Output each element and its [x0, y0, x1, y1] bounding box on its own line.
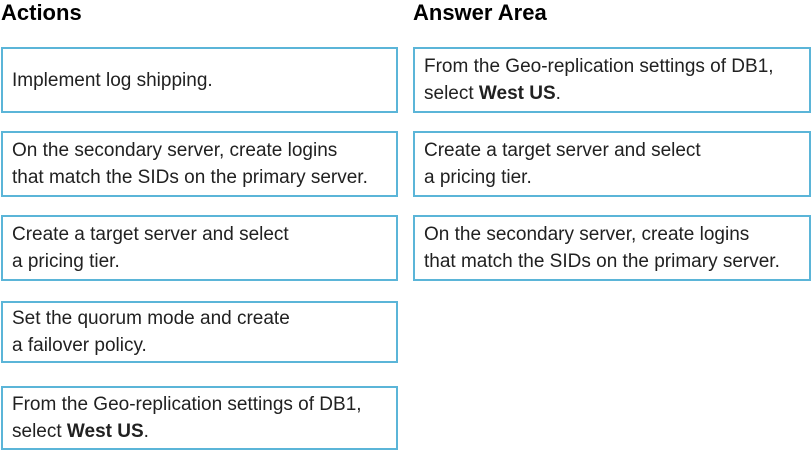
card-line: On the secondary server, create logins	[424, 224, 750, 245]
card-line-suffix: .	[555, 83, 561, 104]
card-line: On the secondary server, create logins	[12, 140, 338, 161]
card-line: From the Geo-replication settings of DB1…	[424, 56, 774, 77]
card-line: select West US.	[424, 80, 803, 107]
card-line-prefix: select	[424, 83, 479, 104]
card-line: a failover policy.	[12, 335, 147, 356]
card-line: a pricing tier.	[12, 251, 120, 272]
action-card-geo-replication[interactable]: From the Geo-replication settings of DB1…	[1, 386, 398, 450]
answer-card-create-target-server[interactable]: Create a target server and select a pric…	[413, 131, 811, 197]
answer-card-geo-replication[interactable]: From the Geo-replication settings of DB1…	[413, 47, 811, 113]
card-line: Create a target server and select	[424, 140, 701, 161]
card-line: Set the quorum mode and create	[12, 308, 290, 329]
card-line: Implement log shipping.	[12, 69, 213, 91]
card-line-suffix: .	[143, 421, 149, 442]
card-line: From the Geo-replication settings of DB1…	[12, 394, 362, 415]
answer-card-create-logins[interactable]: On the secondary server, create logins t…	[413, 215, 811, 281]
actions-column: Actions Implement log shipping. On the s…	[1, 0, 398, 450]
action-card-create-logins[interactable]: On the secondary server, create logins t…	[1, 131, 398, 197]
card-line: a pricing tier.	[424, 167, 532, 188]
card-line-bold-segment: West US	[66, 421, 144, 442]
card-line-prefix: select	[12, 421, 67, 442]
card-line-bold-segment: West US	[478, 83, 556, 104]
card-line: Create a target server and select	[12, 224, 289, 245]
card-line: select West US.	[12, 418, 390, 445]
actions-title: Actions	[1, 0, 82, 25]
action-card-set-quorum-mode[interactable]: Set the quorum mode and create a failove…	[1, 301, 398, 363]
answer-area-column: Answer Area From the Geo-replication set…	[413, 0, 811, 281]
card-line: that match the SIDs on the primary serve…	[12, 167, 368, 188]
action-card-implement-log-shipping[interactable]: Implement log shipping.	[1, 47, 398, 113]
answer-area-title: Answer Area	[413, 0, 547, 25]
card-line: that match the SIDs on the primary serve…	[424, 251, 780, 272]
action-card-create-target-server[interactable]: Create a target server and select a pric…	[1, 215, 398, 281]
